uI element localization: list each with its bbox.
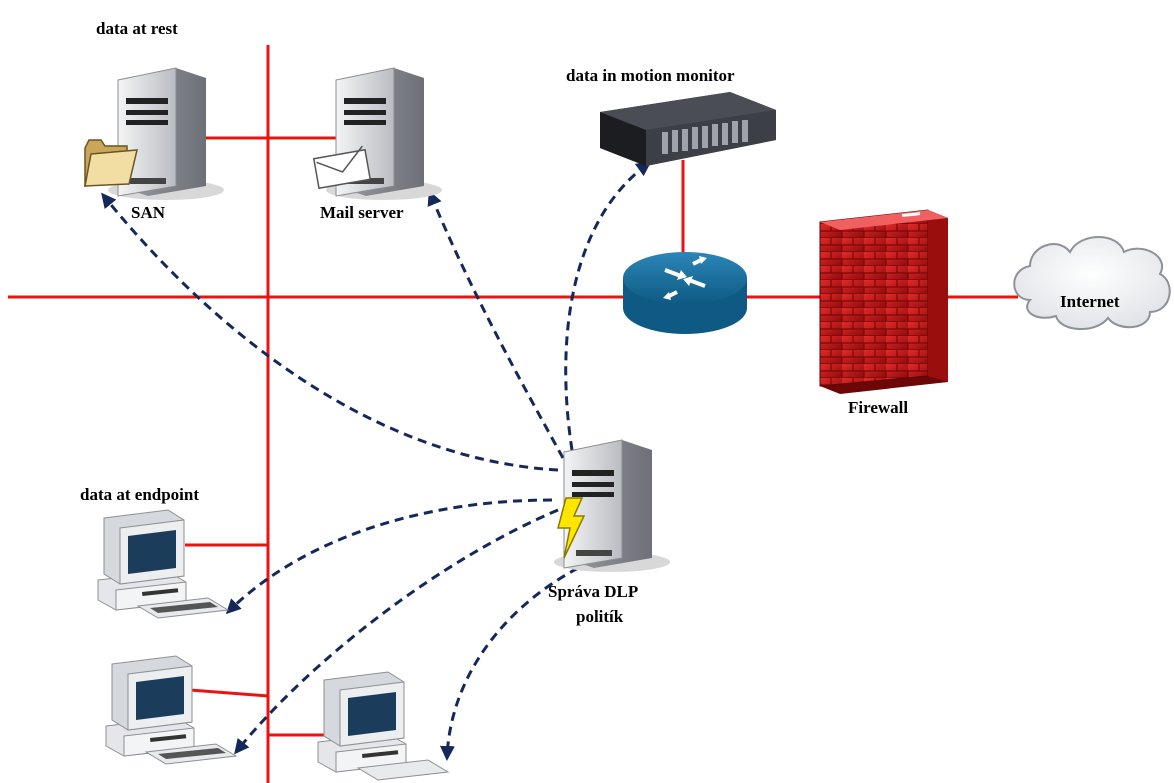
san-server[interactable]: [108, 67, 224, 200]
flow-to-mail: [427, 190, 565, 459]
flow-to-endpoint-2: [234, 508, 559, 755]
endpoint-computer-2[interactable]: [105, 655, 238, 765]
label-data-in-motion: data in motion monitor: [566, 66, 735, 85]
label-mail-server: Mail server: [320, 203, 404, 222]
internet-cloud[interactable]: [1013, 236, 1171, 331]
label-san: SAN: [131, 203, 166, 222]
router[interactable]: [623, 252, 747, 334]
flow-to-san: [101, 192, 559, 472]
label-data-at-endpoint: data at endpoint: [80, 485, 199, 504]
policy-flows: [101, 161, 652, 761]
flow-to-endpoint-3: [439, 566, 579, 761]
label-data-at-rest: data at rest: [96, 19, 178, 38]
network-wires: [8, 45, 1018, 783]
flow-to-monitor: [564, 161, 652, 451]
envelope-icon: [312, 145, 372, 190]
label-dlp-line2: politík: [576, 607, 624, 626]
label-dlp-line1: Správa DLP: [548, 582, 638, 601]
wire-endpoint-2: [189, 688, 269, 698]
lightning-icon: [557, 497, 586, 559]
endpoint-computer-1[interactable]: [97, 509, 230, 619]
dlp-management-server[interactable]: [554, 439, 670, 572]
label-internet: Internet: [1060, 292, 1120, 311]
motion-monitor-appliance[interactable]: [600, 92, 776, 166]
endpoint-computer-3[interactable]: [317, 671, 450, 781]
flow-to-endpoint-1: [225, 498, 553, 615]
folder-icon: [84, 139, 138, 187]
label-firewall: Firewall: [848, 398, 908, 417]
firewall[interactable]: [819, 209, 948, 394]
